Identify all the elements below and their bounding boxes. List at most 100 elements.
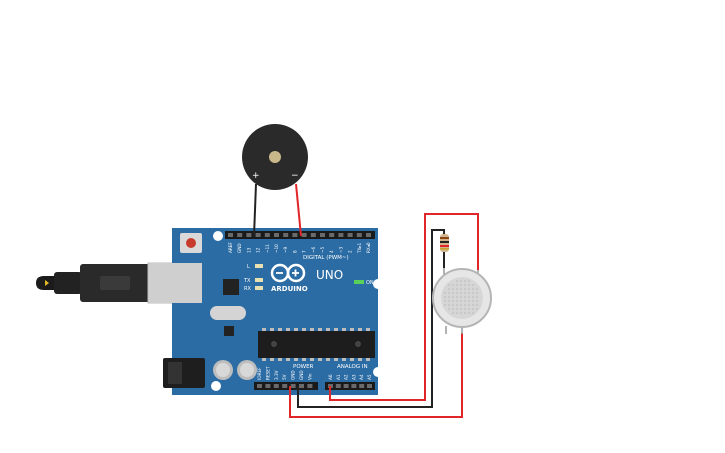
- digital-pin-socket[interactable]: [283, 233, 289, 237]
- power-pin-socket[interactable]: [307, 384, 313, 388]
- digital-pin-socket[interactable]: [356, 233, 362, 237]
- analog-pin-label: A2: [344, 374, 349, 380]
- power-label: POWER: [293, 364, 314, 370]
- crystal-oscillator: [210, 306, 246, 320]
- digital-pin-socket[interactable]: [366, 233, 371, 237]
- sensor-mesh-dot: [476, 300, 478, 302]
- analog-pin-socket[interactable]: [351, 384, 357, 388]
- digital-pin-label: GND: [237, 243, 242, 253]
- analog-label: ANALOG IN: [337, 364, 368, 370]
- sensor-mesh-dot: [452, 312, 454, 314]
- sensor-mesh-dot: [444, 304, 446, 306]
- chip-pin: [358, 358, 362, 361]
- power-pin-socket[interactable]: [299, 384, 304, 388]
- sensor-mesh-dot: [460, 284, 462, 286]
- power-pin-socket[interactable]: [257, 384, 262, 388]
- sensor-mesh-dot: [452, 284, 454, 286]
- digital-pin-label: ~6: [311, 246, 316, 253]
- sensor-mesh-dot: [448, 296, 450, 298]
- power-pin-label: 5V: [282, 374, 287, 380]
- model-label: UNO: [316, 268, 343, 282]
- gas-sensor[interactable]: [432, 268, 492, 334]
- mount-hole: [373, 279, 383, 289]
- digital-pin-socket[interactable]: [338, 233, 344, 237]
- sensor-mesh-dot: [452, 304, 454, 306]
- sensor-mesh-dot: [468, 300, 470, 302]
- power-pin-socket[interactable]: [282, 384, 288, 388]
- sensor-mesh-dot: [456, 308, 458, 310]
- sensor-mesh-dot: [468, 292, 470, 294]
- piezo-buzzer[interactable]: + −: [242, 124, 308, 190]
- mount-hole: [211, 381, 221, 391]
- digital-pin-socket[interactable]: [228, 233, 233, 237]
- digital-pin-label: ~9: [283, 246, 288, 253]
- resistor[interactable]: [440, 234, 449, 252]
- chip-pin: [358, 328, 362, 331]
- reset-button-cap[interactable]: [186, 238, 196, 248]
- buzzer-to-board-wire[interactable]: [253, 183, 257, 237]
- power-pin-socket[interactable]: [265, 384, 271, 388]
- power-pin-label: Vin: [307, 373, 312, 380]
- led-tx-label: TX: [243, 278, 251, 284]
- digital-pin-socket[interactable]: [347, 233, 353, 237]
- sensor-mesh-dot: [464, 288, 466, 290]
- sensor-mesh-dot: [468, 312, 470, 314]
- digital-pin-socket[interactable]: [320, 233, 325, 237]
- digital-pin-label: ~11: [265, 244, 270, 253]
- digital-pin-socket[interactable]: [255, 233, 261, 237]
- on-label: ON: [366, 280, 374, 286]
- digital-pin-socket[interactable]: [237, 233, 243, 237]
- sensor-mesh-dot: [460, 300, 462, 302]
- sensor-power-wire[interactable]: [289, 333, 463, 418]
- power-led: [354, 280, 364, 284]
- digital-pin-socket[interactable]: [301, 233, 307, 237]
- chip-pin: [302, 358, 306, 361]
- chip-pin: [270, 358, 274, 361]
- digital-label: DIGITAL (PWM~): [303, 255, 349, 261]
- sensor-mesh-dot: [444, 300, 446, 302]
- sensor-mesh-dot: [456, 292, 458, 294]
- chip-pin: [334, 328, 338, 331]
- digital-pin-socket[interactable]: [329, 233, 335, 237]
- chip-pin: [262, 328, 266, 331]
- brand-label: ARDUINO: [271, 285, 308, 293]
- analog-pin-socket[interactable]: [367, 384, 372, 388]
- power-pin-label: 3.3V: [274, 370, 279, 380]
- arduino-logo: [270, 263, 306, 283]
- digital-pin-label: 2: [348, 250, 353, 253]
- digital-pin-label: 4: [329, 250, 334, 253]
- sensor-mesh-dot: [476, 288, 478, 290]
- analog-pin-socket[interactable]: [343, 384, 349, 388]
- digital-pin-socket[interactable]: [274, 233, 279, 237]
- digital-pin-label: 13: [246, 247, 251, 253]
- digital-pin-socket[interactable]: [310, 233, 316, 237]
- sensor-mesh-dot: [456, 288, 458, 290]
- sensor-signal-wire[interactable]: [329, 213, 479, 401]
- digital-pin-socket[interactable]: [246, 233, 252, 237]
- analog-header: [325, 382, 375, 390]
- digital-pin-label: 12: [256, 247, 261, 253]
- sensor-ground-wire[interactable]: [297, 229, 437, 408]
- digital-pin-socket[interactable]: [292, 233, 298, 237]
- sensor-mesh-dot: [452, 308, 454, 310]
- sensor-mesh-dot: [472, 296, 474, 298]
- buzzer-to-pin-wire[interactable]: [295, 183, 302, 237]
- usb-port: [150, 263, 202, 303]
- analog-pin-socket[interactable]: [335, 384, 341, 388]
- chip-pin: [342, 328, 346, 331]
- led-l-label: L: [247, 264, 250, 270]
- digital-pin-socket[interactable]: [264, 233, 270, 237]
- chip-pin: [350, 358, 354, 361]
- analog-pin-socket[interactable]: [359, 384, 365, 388]
- sensor-mesh-dot: [456, 300, 458, 302]
- chip-pin: [278, 328, 282, 331]
- wires: [253, 183, 479, 418]
- power-pin-socket[interactable]: [273, 384, 279, 388]
- sensor-mesh-dot: [460, 288, 462, 290]
- power-pin-socket[interactable]: [290, 384, 296, 388]
- digital-pin-label: ~10: [274, 244, 279, 253]
- sensor-mesh-dot: [464, 284, 466, 286]
- digital-pin-label: RX◂0: [366, 242, 371, 253]
